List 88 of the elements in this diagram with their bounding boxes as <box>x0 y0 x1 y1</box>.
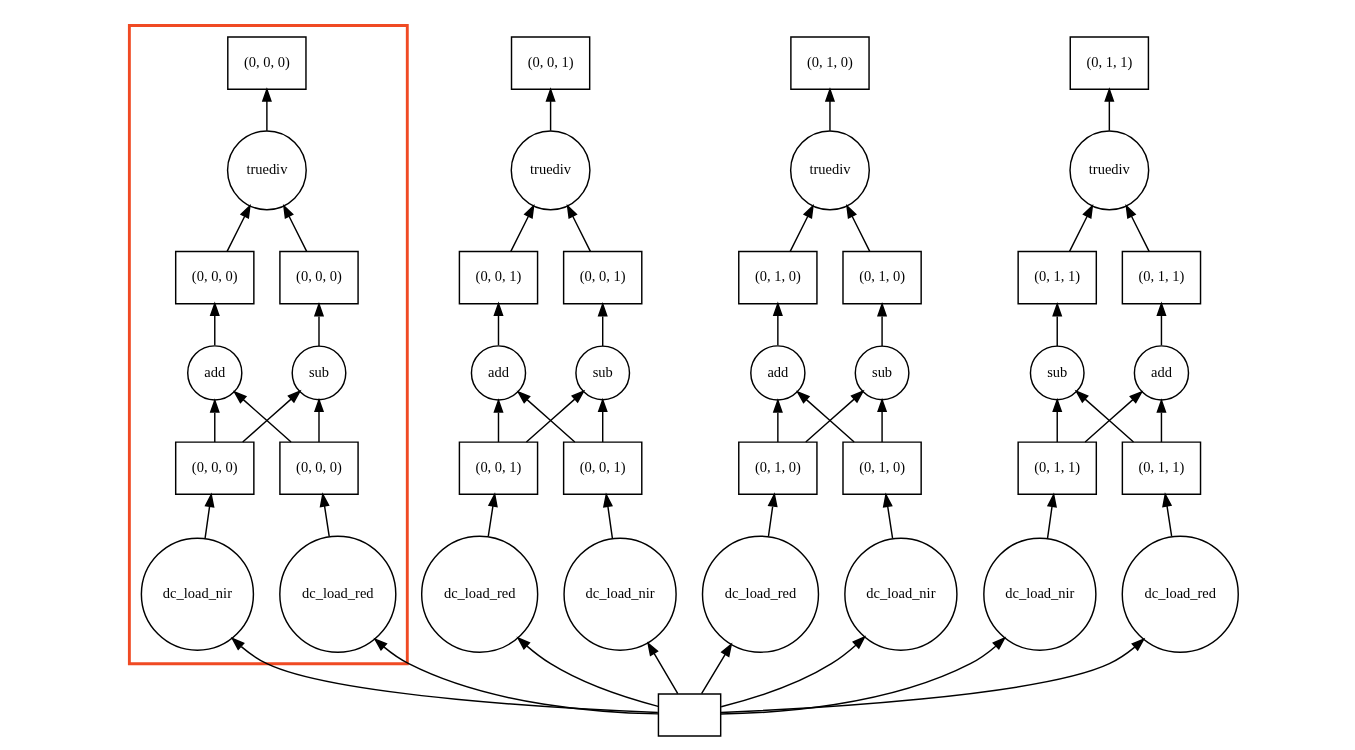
node-box: (0, 1, 1) <box>1016 441 1097 495</box>
arrow <box>566 203 591 253</box>
arrow <box>882 492 893 540</box>
node-circle: sub <box>291 345 346 401</box>
node-circle: truediv <box>510 130 591 211</box>
arrow <box>509 203 535 253</box>
arrow <box>225 203 251 253</box>
arrow <box>1046 492 1057 540</box>
node-circle: add <box>186 345 243 401</box>
arrow <box>772 398 783 443</box>
arrow <box>230 637 659 714</box>
node-box: (0, 1, 1) <box>1016 250 1097 305</box>
arrow <box>1124 203 1150 253</box>
node-box: (0, 0, 1) <box>458 250 538 305</box>
arrow <box>719 635 866 708</box>
arrow <box>232 390 292 443</box>
arrow <box>767 492 778 537</box>
arrow <box>795 390 855 443</box>
node-circle: dc_load_red <box>701 535 819 653</box>
node-circle: truediv <box>789 130 870 211</box>
arrow <box>545 87 556 132</box>
arrow <box>492 398 504 443</box>
node-box: (0, 0, 0) <box>278 250 359 305</box>
arrow <box>804 389 865 443</box>
arrow <box>319 492 330 537</box>
arrow <box>313 302 324 347</box>
node-circle: sub <box>1029 345 1085 401</box>
arrow <box>876 397 887 443</box>
node-box: (0, 1, 0) <box>737 441 818 495</box>
arrow <box>1161 492 1172 537</box>
arrow <box>597 302 608 347</box>
arrow <box>719 636 1006 715</box>
node-box: (0, 1, 0) <box>841 250 922 305</box>
node-box: (0, 0, 0) <box>278 441 359 495</box>
arrow <box>492 301 504 346</box>
node-box: (0, 0, 1) <box>510 36 590 90</box>
arrow <box>203 492 215 540</box>
arrow <box>788 203 814 253</box>
arrow <box>1155 398 1167 443</box>
node-circle: dc_load_nir <box>562 537 677 651</box>
node-box: (0, 1, 0) <box>841 441 922 495</box>
node-circle: truediv <box>1068 130 1149 211</box>
arrow <box>241 389 302 443</box>
node-circle: sub <box>854 345 910 401</box>
arrow <box>313 397 324 443</box>
arrow <box>1155 301 1167 346</box>
arrow <box>646 641 678 695</box>
arrow <box>525 389 585 443</box>
node-box: (0, 1, 1) <box>1121 250 1201 305</box>
node-box: (0, 1, 0) <box>789 36 870 90</box>
node-box: (0, 0, 1) <box>458 441 538 495</box>
node-circle: add <box>1133 345 1189 401</box>
arrow <box>700 642 732 695</box>
arrow <box>1074 389 1134 443</box>
arrow <box>487 492 498 537</box>
arrow <box>372 637 659 715</box>
arrow <box>824 87 835 132</box>
arrow <box>1083 390 1143 443</box>
arrow <box>602 492 613 540</box>
node-box: (0, 1, 1) <box>1121 441 1201 495</box>
arrow <box>209 398 220 443</box>
arrow <box>845 203 870 253</box>
node-box <box>657 693 721 737</box>
arrow <box>1103 87 1114 132</box>
arrow <box>876 302 887 347</box>
node-circle: add <box>749 345 806 401</box>
arrow <box>719 637 1145 714</box>
node-circle: sub <box>574 345 630 401</box>
arrow <box>597 397 608 443</box>
arrow <box>1051 302 1062 347</box>
node-box: (0, 0, 1) <box>562 441 642 495</box>
node-box: (0, 0, 1) <box>562 250 642 305</box>
node-box: (0, 1, 0) <box>737 250 818 305</box>
arrow <box>515 636 659 708</box>
node-box: (0, 0, 0) <box>174 250 255 305</box>
arrow <box>1051 397 1062 443</box>
node-circle: add <box>470 345 526 401</box>
arrow <box>261 87 272 132</box>
node-box: (0, 1, 1) <box>1069 36 1149 90</box>
node-circle: truediv <box>226 130 307 211</box>
arrow <box>209 301 220 346</box>
node-box: (0, 0, 0) <box>226 36 307 90</box>
arrow <box>772 301 783 346</box>
arrow <box>282 203 307 253</box>
node-box: (0, 0, 0) <box>174 441 255 495</box>
arrow <box>1068 203 1093 253</box>
arrow <box>516 390 575 443</box>
cluster <box>127 24 409 666</box>
